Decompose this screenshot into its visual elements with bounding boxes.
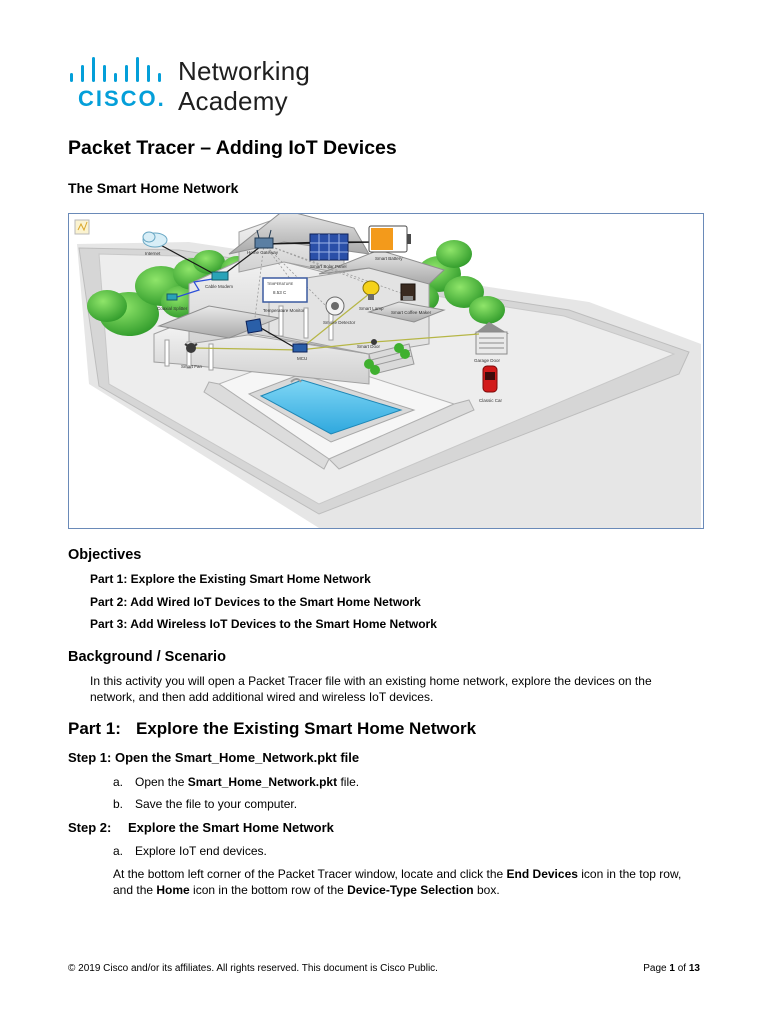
objectives-heading: Objectives xyxy=(68,547,142,563)
svg-text:Temperature Monitor: Temperature Monitor xyxy=(263,308,305,313)
svg-text:Classic Car: Classic Car xyxy=(479,398,503,403)
objective-item: Part 1: Explore the Existing Smart Home … xyxy=(90,572,371,586)
objective-item: Part 3: Add Wireless IoT Devices to the … xyxy=(90,617,437,631)
footer-page-number: Page 1 of 13 xyxy=(643,963,700,974)
list-marker: b. xyxy=(113,797,124,811)
objective-item: Part 2: Add Wired IoT Devices to the Sma… xyxy=(90,595,421,609)
background-paragraph: In this activity you will open a Packet … xyxy=(90,674,652,704)
logo-networking-text: Networking xyxy=(178,56,311,86)
svg-text:Smart Fan: Smart Fan xyxy=(181,364,203,369)
smart-home-illustration: Garage Door Classic Car xyxy=(74,214,701,528)
figure-title: The Smart Home Network xyxy=(68,180,239,196)
list-item-text: Explore IoT end devices. xyxy=(135,844,267,858)
smart-door-icon: Smart Door xyxy=(357,339,381,349)
filename-bold: Smart_Home_Network.pkt xyxy=(187,775,338,789)
internet-cloud-icon: Internet xyxy=(142,231,168,256)
svg-text:Smart Solar Panel: Smart Solar Panel xyxy=(310,264,347,269)
cable-modem-icon: Cable Modem xyxy=(205,271,233,289)
corner-note-icon xyxy=(74,219,90,235)
smart-lamp-icon: Smart Lamp xyxy=(359,280,384,311)
part1-heading: Part 1: Explore the Existing Smart Home N… xyxy=(68,719,476,739)
list-item-text: Open the Smart_Home_Network.pkt file. xyxy=(135,775,360,789)
document-title: Packet Tracer – Adding IoT Devices xyxy=(68,137,397,159)
smart-home-network-figure: Garage Door Classic Car xyxy=(68,213,704,529)
walkway-left xyxy=(203,381,330,470)
logo-academy-text: Academy xyxy=(178,86,288,116)
list-marker: a. xyxy=(113,775,124,789)
classic-car: Classic Car xyxy=(479,365,503,403)
step2-instruction-paragraph: At the bottom left corner of the Packet … xyxy=(113,867,682,897)
garage: Garage Door xyxy=(474,322,509,363)
step2-heading: Step 2: Explore the Smart Home Network xyxy=(68,820,334,835)
battery-icon: Smart Battery xyxy=(368,225,411,261)
cisco-bars-icon xyxy=(70,56,170,82)
smart-fan-icon: Smart Fan xyxy=(181,343,203,369)
part1-number: Part 1: xyxy=(68,719,121,738)
svg-text:TEMPERATURE: TEMPERATURE xyxy=(267,282,294,286)
step2-number: Step 2: xyxy=(68,820,112,835)
mcu-icon: MCU xyxy=(292,343,308,361)
svg-text:Smart Battery: Smart Battery xyxy=(375,256,403,261)
list-marker: a. xyxy=(113,844,124,858)
step2-title: Explore the Smart Home Network xyxy=(128,820,334,835)
svg-text:Smart Lamp: Smart Lamp xyxy=(359,306,384,311)
svg-text:Smoke Detector: Smoke Detector xyxy=(323,320,356,325)
temperature-monitor-icon: TEMPERATURE 8.53 C Temperature Monitor xyxy=(262,277,308,313)
webcam-icon: Smoke Detector xyxy=(323,296,356,325)
svg-text:8.53 C: 8.53 C xyxy=(273,290,287,295)
swimming-pool xyxy=(259,379,403,435)
svg-text:Coaxial Splitter: Coaxial Splitter xyxy=(157,306,188,311)
svg-text:Home Gateway: Home Gateway xyxy=(247,250,279,255)
svg-text:Smart Coffee Maker: Smart Coffee Maker xyxy=(391,310,432,315)
speaker-icon xyxy=(245,318,263,334)
walkway-right xyxy=(328,399,475,470)
svg-text:MCU: MCU xyxy=(297,356,307,361)
svg-text:Cable Modem: Cable Modem xyxy=(205,284,233,289)
coaxial-splitter-icon: Coaxial Splitter xyxy=(157,293,188,311)
svg-text:Internet: Internet xyxy=(145,251,161,256)
part1-title: Explore the Existing Smart Home Network xyxy=(136,719,477,738)
solar-panel-icon: Smart Solar Panel xyxy=(309,233,349,269)
step1-heading: Step 1: Open the Smart_Home_Network.pkt … xyxy=(68,750,360,765)
cisco-wordmark: CISCO. xyxy=(78,86,166,111)
cisco-networking-academy-logo: CISCO. Networking Academy xyxy=(70,56,330,120)
coffee-maker-icon: Smart Coffee Maker xyxy=(391,283,432,315)
footer-copyright: © 2019 Cisco and/or its affiliates. All … xyxy=(68,963,438,974)
background-heading: Background / Scenario xyxy=(68,649,226,665)
svg-text:Smart Door: Smart Door xyxy=(357,344,381,349)
svg-text:Garage Door: Garage Door xyxy=(474,358,501,363)
list-item-text: Save the file to your computer. xyxy=(135,797,298,811)
home-gateway-icon: Home Gateway xyxy=(247,229,279,255)
